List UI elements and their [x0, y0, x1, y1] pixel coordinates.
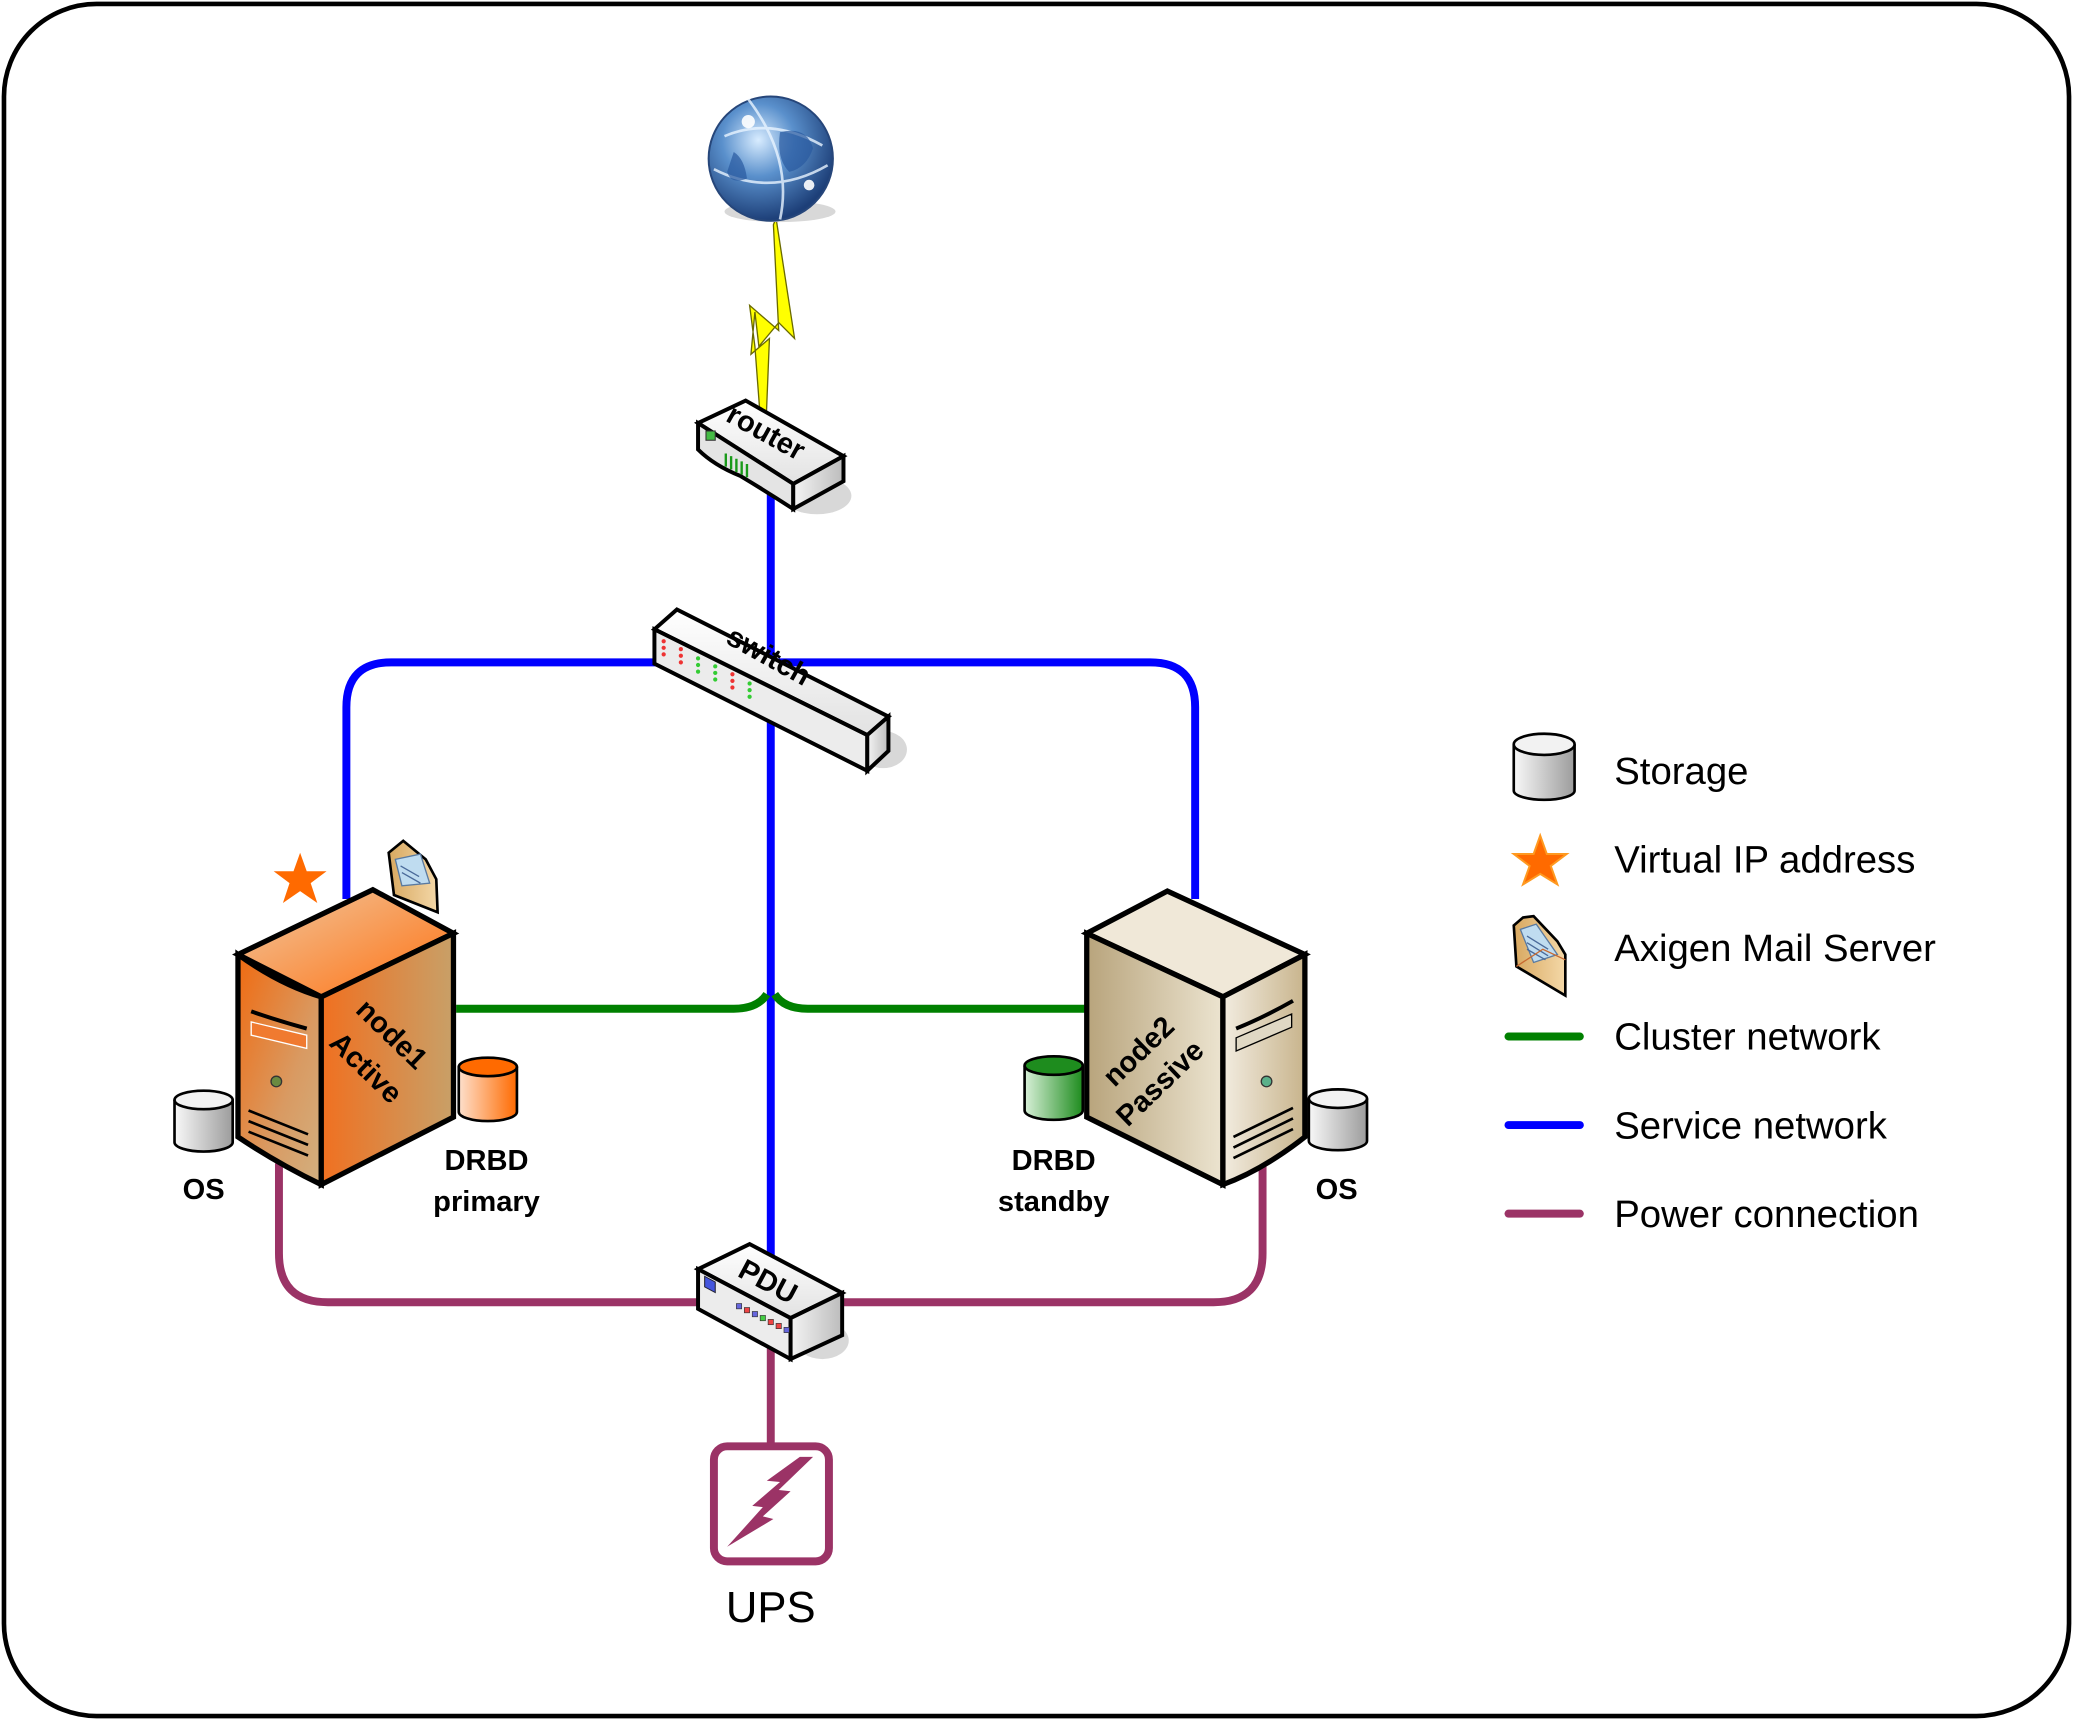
- legend-item-virtual-ip: Virtual IP address: [1510, 832, 1915, 887]
- service-network-lines: [342, 489, 1200, 1256]
- ups-label: UPS: [726, 1584, 816, 1632]
- legend-item-power-connection: Power connection: [1504, 1193, 1919, 1236]
- node2-server[interactable]: node2 Passive: [1080, 888, 1311, 1189]
- legend-item-service-network: Service network: [1504, 1104, 1888, 1147]
- node1-drbd-state: primary: [433, 1186, 541, 1218]
- legend-label-virtual-ip: Virtual IP address: [1614, 839, 1915, 882]
- ups-device[interactable]: [709, 1442, 833, 1566]
- legend-item-mail-server: Axigen Mail Server: [1512, 914, 1936, 998]
- switch-device[interactable]: switch: [650, 607, 907, 776]
- legend-label-service-network: Service network: [1614, 1104, 1887, 1147]
- node2-drbd-standby-storage-icon: [1023, 1055, 1085, 1122]
- pdu-device[interactable]: PDU: [693, 1241, 849, 1363]
- legend-label-storage: Storage: [1614, 750, 1748, 793]
- legend: Storage Virtual IP address Axigen Mail S…: [1504, 732, 1936, 1236]
- wan-link-lightning-icon: [748, 215, 796, 470]
- node2-os-storage-icon: [1307, 1088, 1369, 1152]
- axigen-mail-server-envelope-icon: [387, 839, 440, 915]
- ups-lightning-icon: [727, 1456, 814, 1547]
- node1-os-label: OS: [183, 1174, 225, 1206]
- node1-drbd-label: DRBD: [445, 1145, 529, 1177]
- node1-os-storage-icon: [173, 1089, 235, 1153]
- cluster-network-line: [456, 991, 1093, 1013]
- legend-label-mail-server: Axigen Mail Server: [1614, 927, 1936, 970]
- switch-port-leds: [661, 639, 752, 699]
- star-icon: [1510, 832, 1570, 887]
- node1-server[interactable]: node1 Active: [232, 886, 460, 1189]
- legend-label-cluster-network: Cluster network: [1614, 1016, 1881, 1059]
- legend-item-cluster-network: Cluster network: [1504, 1016, 1881, 1059]
- storage-cylinder-icon: [1512, 732, 1576, 802]
- router-device[interactable]: router: [693, 398, 852, 515]
- legend-label-power-connection: Power connection: [1614, 1193, 1919, 1236]
- node2-os-label: OS: [1316, 1174, 1358, 1206]
- internet-globe-icon: [707, 95, 836, 223]
- node2-drbd-state: standby: [998, 1186, 1110, 1218]
- legend-item-storage: Storage: [1512, 732, 1748, 802]
- node2-drbd-label: DRBD: [1012, 1145, 1096, 1177]
- node1-drbd-primary-storage-icon: [457, 1056, 519, 1123]
- virtual-ip-star-icon: [273, 852, 327, 903]
- envelope-icon: [1512, 914, 1567, 998]
- pdu-outlet-leds: [736, 1303, 790, 1333]
